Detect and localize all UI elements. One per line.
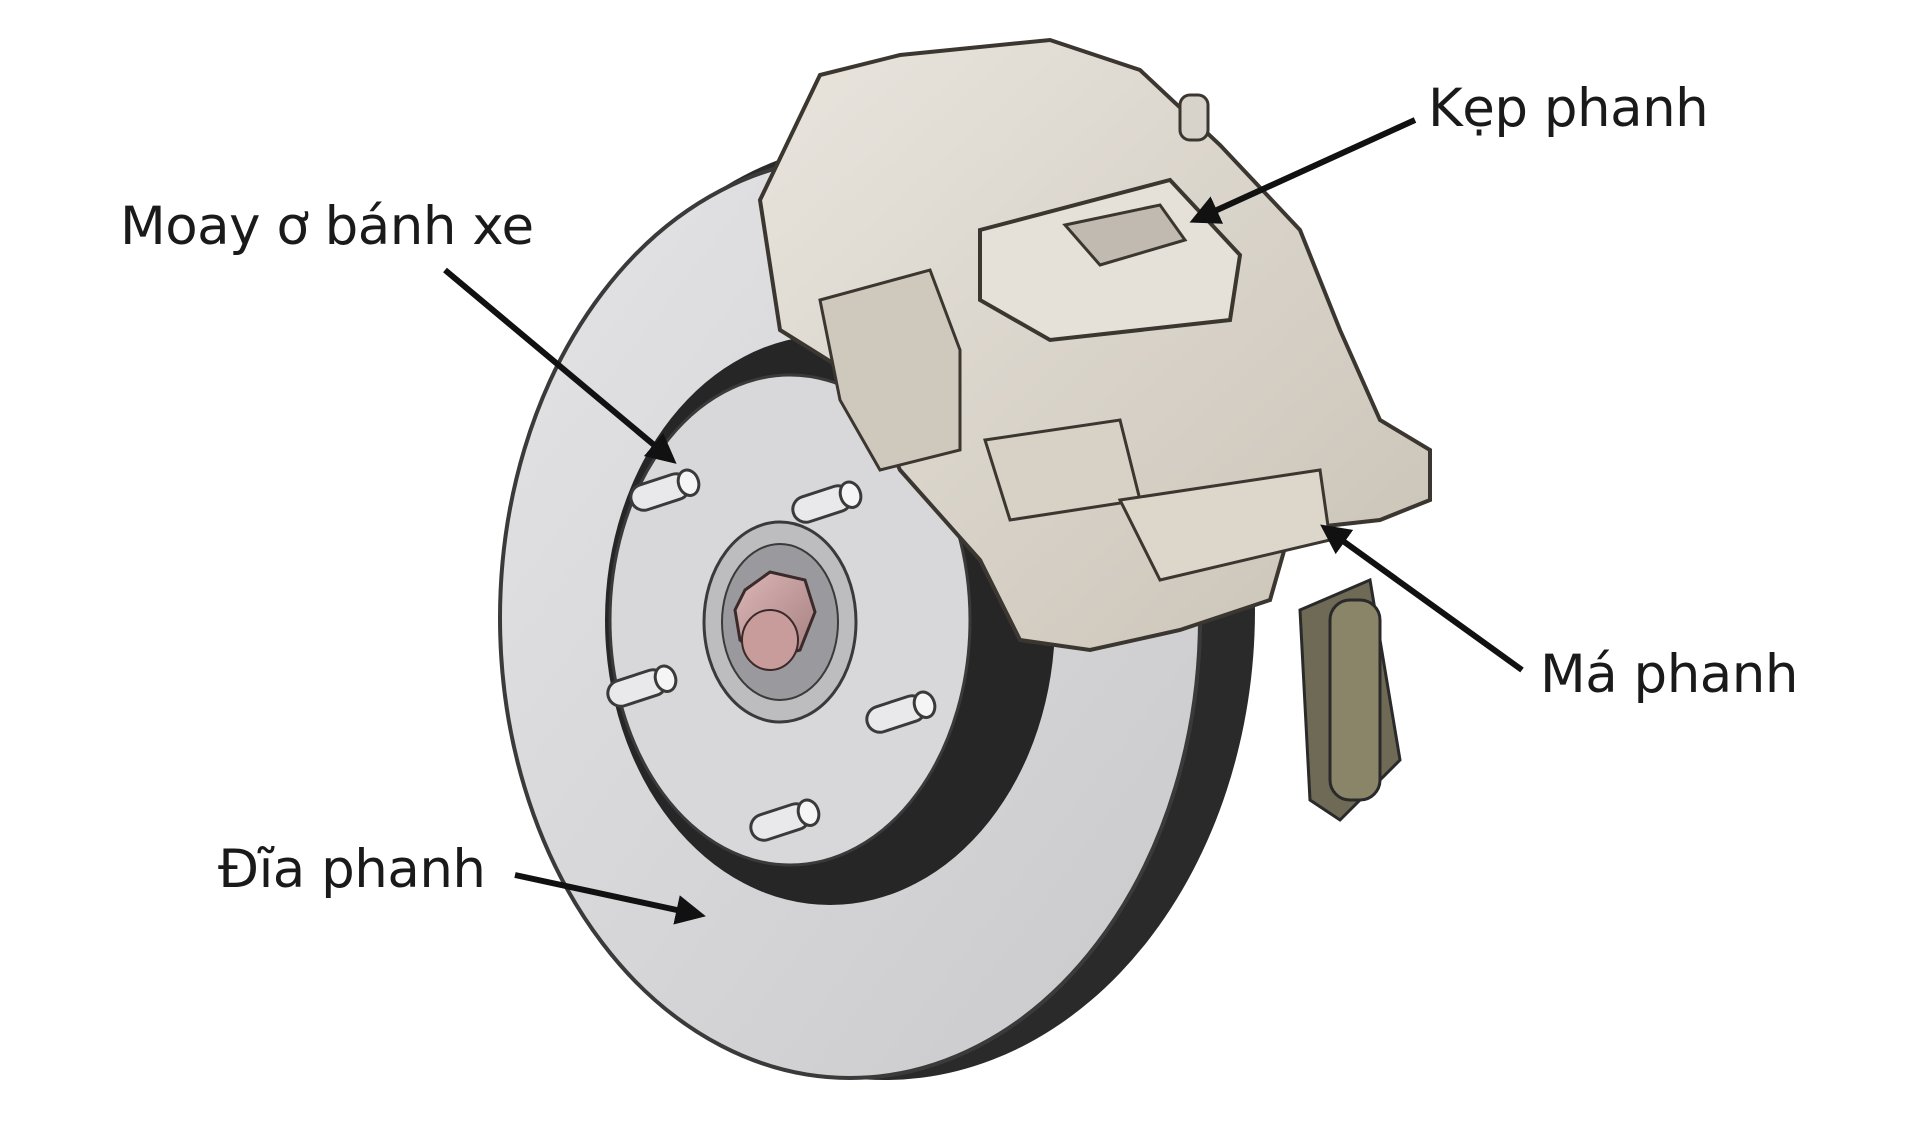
- label-brake-pad: Má phanh: [1540, 644, 1798, 705]
- arrow-hub: [443, 267, 677, 464]
- arrow-disc: [514, 872, 706, 925]
- callout-arrows: [443, 117, 1524, 925]
- label-caliper: Kẹp phanh: [1428, 78, 1709, 139]
- wheel-hub: [606, 373, 972, 867]
- caliper-recess: [818, 268, 962, 472]
- arrow-pad: [1320, 524, 1524, 673]
- bleed-valve: [1178, 93, 1210, 142]
- label-brake-disc: Đĩa phanh: [218, 839, 486, 900]
- arrow-caliper: [1189, 117, 1417, 224]
- lug-studs: [606, 468, 937, 842]
- caliper-window: [1062, 203, 1188, 267]
- label-wheel-hub: Moay ơ bánh xe: [120, 196, 534, 257]
- caliper-bolt: [1328, 598, 1382, 802]
- nut-thread: [741, 609, 799, 671]
